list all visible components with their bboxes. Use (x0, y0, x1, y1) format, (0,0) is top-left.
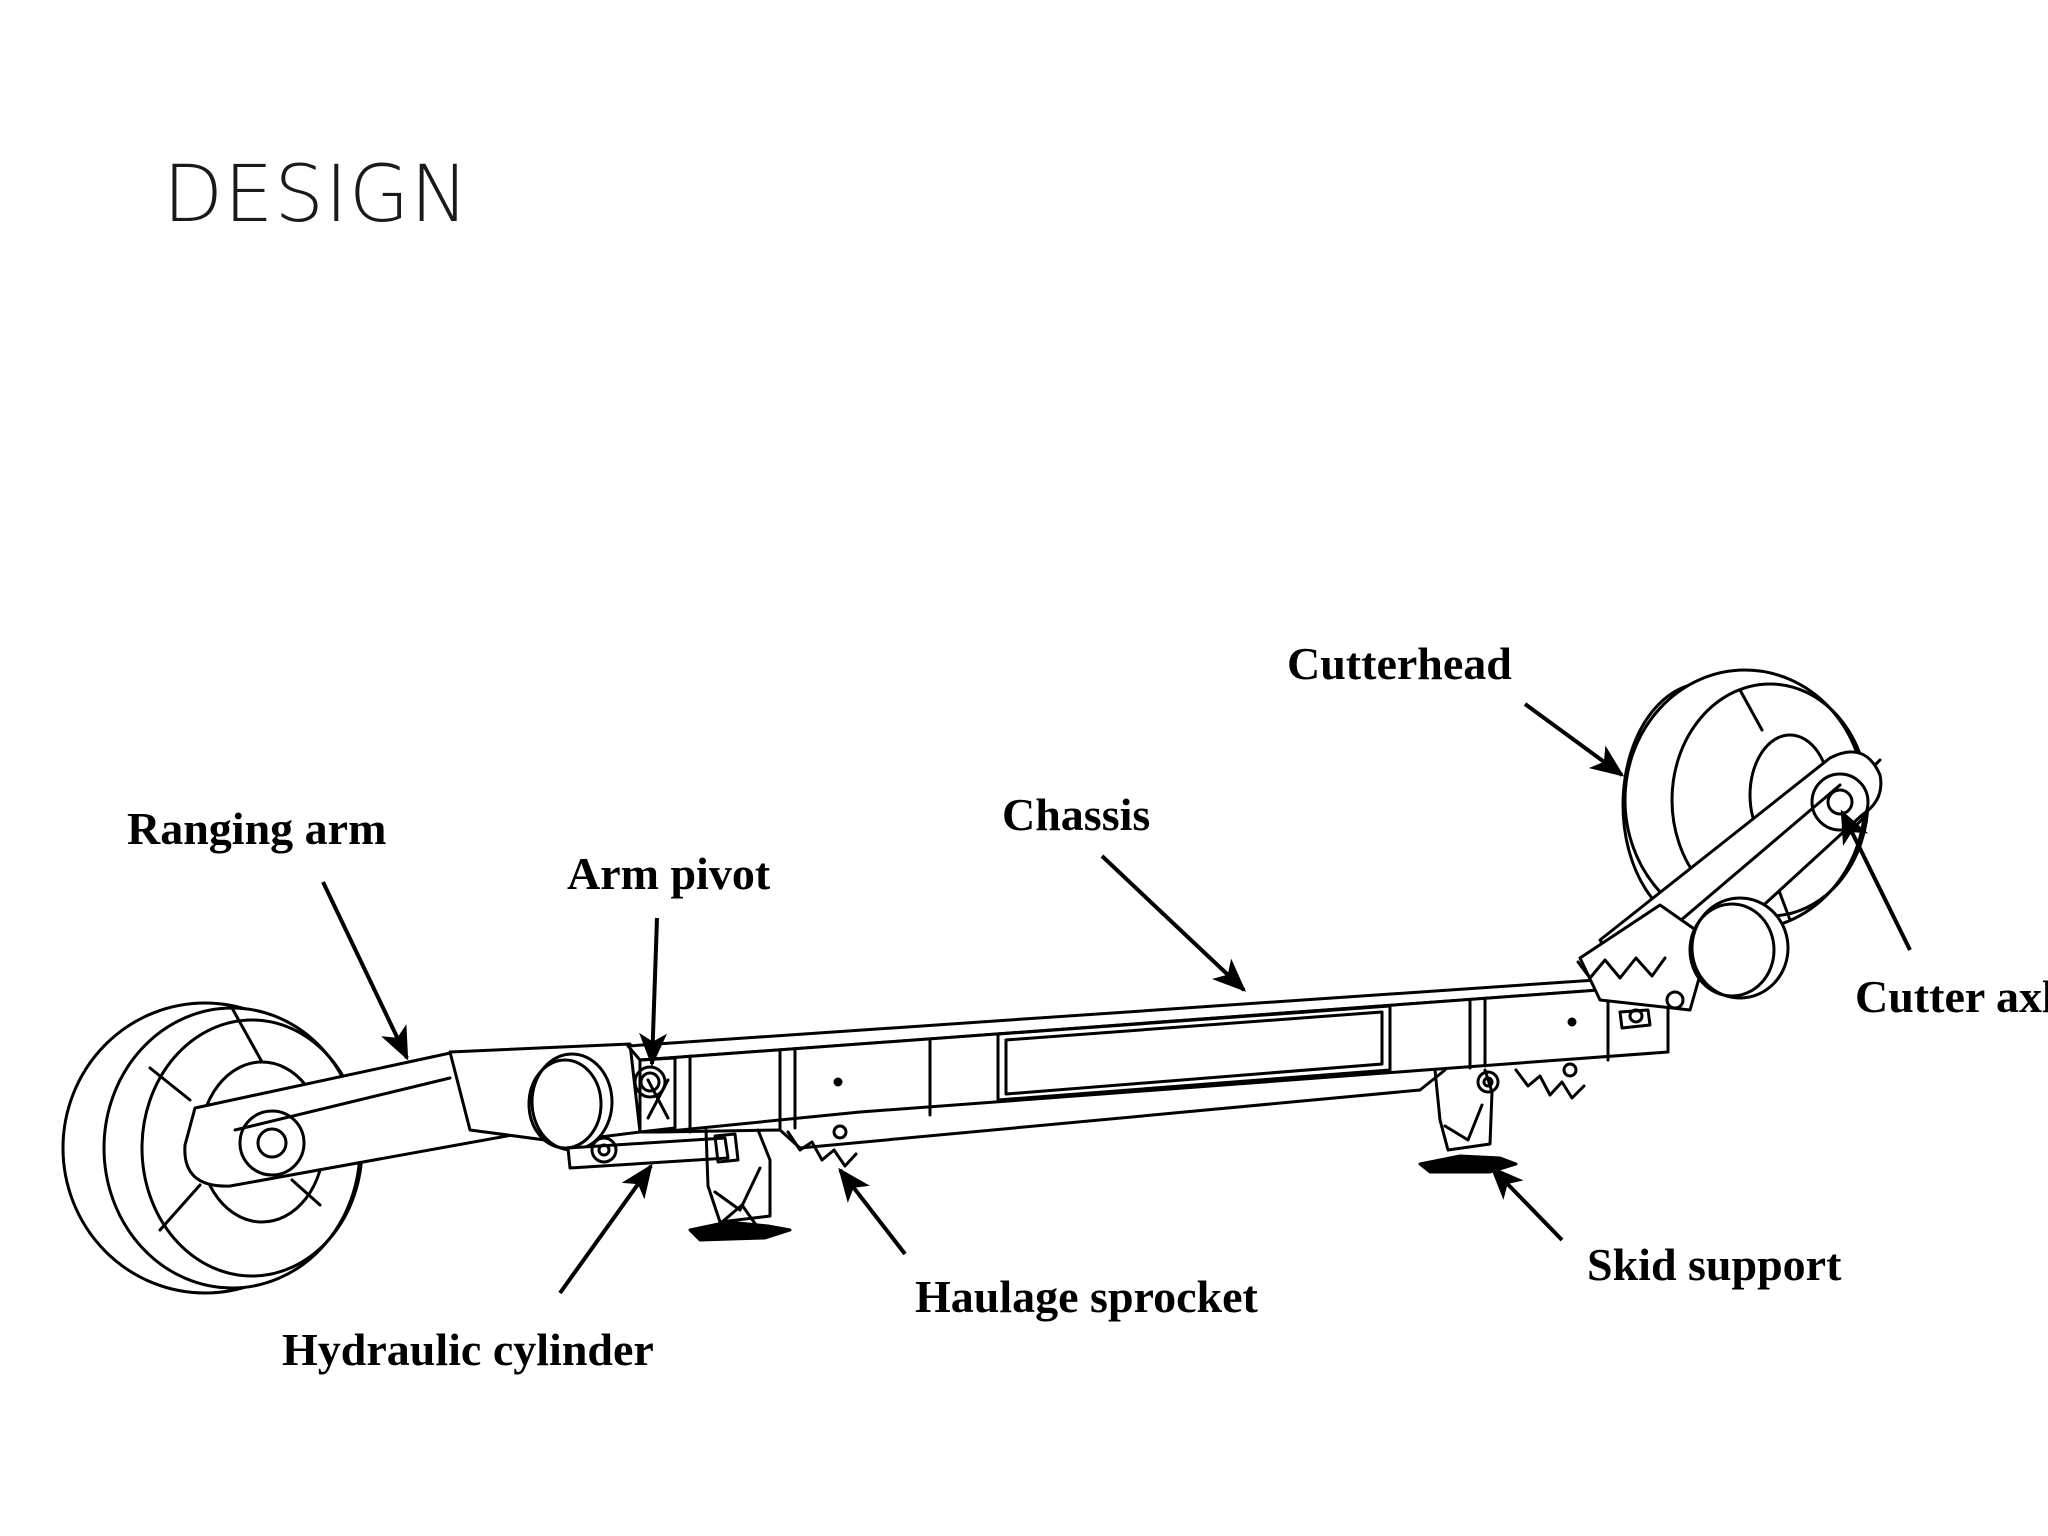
label-chassis: Chassis (1002, 789, 1150, 840)
hydraulic-cylinder (566, 1132, 740, 1170)
right-skid-support (1418, 1068, 1518, 1174)
left-arm-housing (448, 1042, 642, 1152)
label-ranging-arm: Ranging arm (127, 803, 386, 854)
ranging-arm-arrow (321, 881, 409, 1061)
chassis-arrow (1100, 854, 1247, 992)
label-hydraulic-cylinder: Hydraulic cylinder (282, 1324, 654, 1375)
label-arrows (321, 702, 1912, 1295)
slide-title: DESIGN (163, 150, 470, 240)
chassis (626, 974, 1670, 1150)
label-haulage-sprocket: Haulage sprocket (915, 1271, 1259, 1322)
haulage-sprocket-arrow (838, 1167, 907, 1256)
arm-pivot-arrow (639, 917, 668, 1067)
skid-support-arrow (1490, 1165, 1564, 1242)
label-arm-pivot: Arm pivot (567, 848, 771, 899)
cutter-axle-arrow (1840, 809, 1912, 951)
cutterhead-arrow (1523, 702, 1625, 777)
diagram-labels: Ranging arm Arm pivot Chassis Cutterhead… (127, 638, 2048, 1375)
left-haulage-sprocket (786, 1130, 858, 1168)
label-cutter-axle: Cutter axle (1855, 971, 2048, 1022)
label-skid-support: Skid support (1587, 1239, 1842, 1290)
hydraulic-cylinder-arrow (558, 1163, 653, 1295)
label-cutterhead: Cutterhead (1287, 638, 1512, 689)
left-skid-support (688, 1128, 792, 1242)
right-haulage-sprocket (1514, 1068, 1586, 1100)
